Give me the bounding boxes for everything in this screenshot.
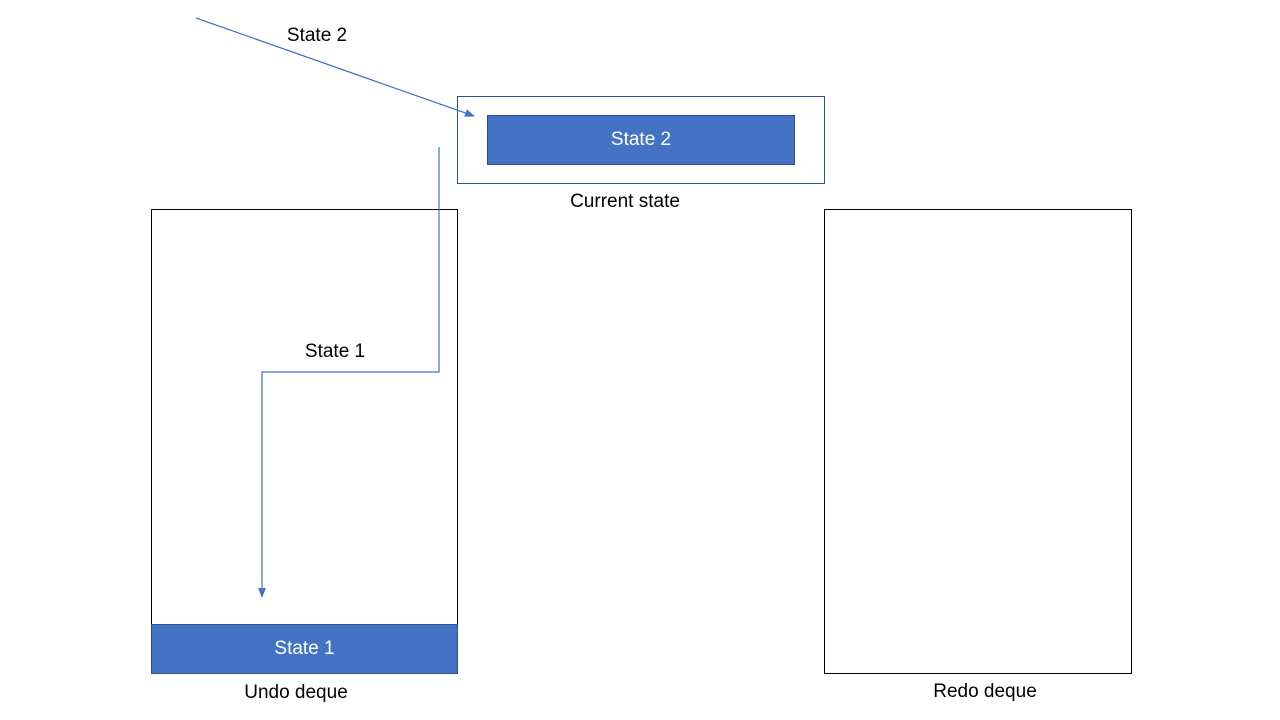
- undo-deque-caption: Undo deque: [244, 682, 348, 703]
- current-state-block: State 2: [487, 115, 795, 165]
- to-undo-arrow-label: State 1: [304, 341, 366, 362]
- redo-deque-container: [824, 209, 1132, 674]
- current-state-caption: Current state: [570, 191, 680, 212]
- current-state-frame: [457, 96, 825, 184]
- state-to-undo-arrow: [258, 147, 440, 598]
- redo-deque-caption: Redo deque: [933, 681, 1037, 702]
- incoming-state-arrow: [195, 17, 475, 117]
- incoming-arrow-label: State 2: [286, 25, 348, 46]
- undo-deque-state-block: State 1: [151, 624, 458, 674]
